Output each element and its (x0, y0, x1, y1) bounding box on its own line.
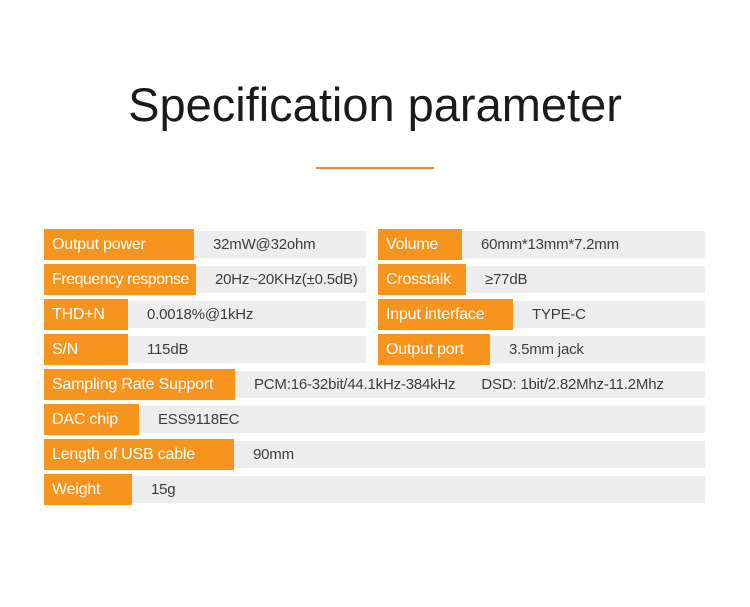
spec-column-left: Output power 32mW@32ohm Frequency respon… (44, 229, 366, 365)
spec-row-volume: Volume 60mm*13mm*7.2mm (378, 229, 705, 260)
spec-value-output-power: 32mW@32ohm (194, 231, 366, 258)
spec-column-right: Volume 60mm*13mm*7.2mm Crosstalk ≥77dB I… (378, 229, 705, 365)
spec-label-s-n: S/N (44, 334, 128, 365)
spec-label-input-interface: Input interface (378, 299, 513, 330)
spec-value-output-port: 3.5mm jack (490, 336, 705, 363)
spec-label-output-port: Output port (378, 334, 490, 365)
spec-label-volume: Volume (378, 229, 462, 260)
spec-value-thd-n: 0.0018%@1kHz (128, 301, 366, 328)
spec-table-two-column-section: Output power 32mW@32ohm Frequency respon… (44, 229, 705, 365)
spec-value-sampling-rate-dsd: DSD: 1bit/2.82Mhz-11.2Mhz (481, 376, 664, 393)
spec-value-crosstalk: ≥77dB (466, 266, 705, 293)
spec-label-sampling-rate: Sampling Rate Support (44, 369, 235, 400)
spec-label-thd-n: THD+N (44, 299, 128, 330)
spec-row-input-interface: Input interface TYPE-C (378, 299, 705, 330)
spec-value-usb-cable-length: 90mm (234, 441, 705, 468)
spec-value-volume: 60mm*13mm*7.2mm (462, 231, 705, 258)
spec-row-thd-n: THD+N 0.0018%@1kHz (44, 299, 366, 330)
spec-label-output-power: Output power (44, 229, 194, 260)
spec-value-dac-chip: ESS9118EC (139, 406, 705, 433)
spec-row-output-power: Output power 32mW@32ohm (44, 229, 366, 260)
spec-value-sampling-rate: PCM:16-32bit/44.1kHz-384kHz DSD: 1bit/2.… (235, 371, 705, 398)
spec-label-usb-cable-length: Length of USB cable (44, 439, 234, 470)
spec-row-sampling-rate: Sampling Rate Support PCM:16-32bit/44.1k… (44, 369, 705, 400)
spec-value-input-interface: TYPE-C (513, 301, 705, 328)
spec-value-s-n: 115dB (128, 336, 366, 363)
page-title: Specification parameter (128, 78, 622, 131)
spec-table-full-width-section: Sampling Rate Support PCM:16-32bit/44.1k… (44, 369, 705, 505)
spec-table: Output power 32mW@32ohm Frequency respon… (44, 229, 705, 505)
spec-row-usb-cable-length: Length of USB cable 90mm (44, 439, 705, 470)
spec-label-dac-chip: DAC chip (44, 404, 139, 435)
spec-row-crosstalk: Crosstalk ≥77dB (378, 264, 705, 295)
spec-row-frequency-response: Frequency response 20Hz~20KHz(±0.5dB) (44, 264, 366, 295)
spec-label-weight: Weight (44, 474, 132, 505)
spec-label-crosstalk: Crosstalk (378, 264, 466, 295)
spec-value-weight: 15g (132, 476, 705, 503)
spec-row-weight: Weight 15g (44, 474, 705, 505)
title-divider (316, 166, 434, 169)
spec-row-output-port: Output port 3.5mm jack (378, 334, 705, 365)
spec-label-frequency-response: Frequency response (44, 264, 196, 295)
spec-row-s-n: S/N 115dB (44, 334, 366, 365)
spec-value-sampling-rate-pcm: PCM:16-32bit/44.1kHz-384kHz (254, 376, 456, 393)
spec-row-dac-chip: DAC chip ESS9118EC (44, 404, 705, 435)
spec-value-frequency-response: 20Hz~20KHz(±0.5dB) (196, 266, 366, 293)
